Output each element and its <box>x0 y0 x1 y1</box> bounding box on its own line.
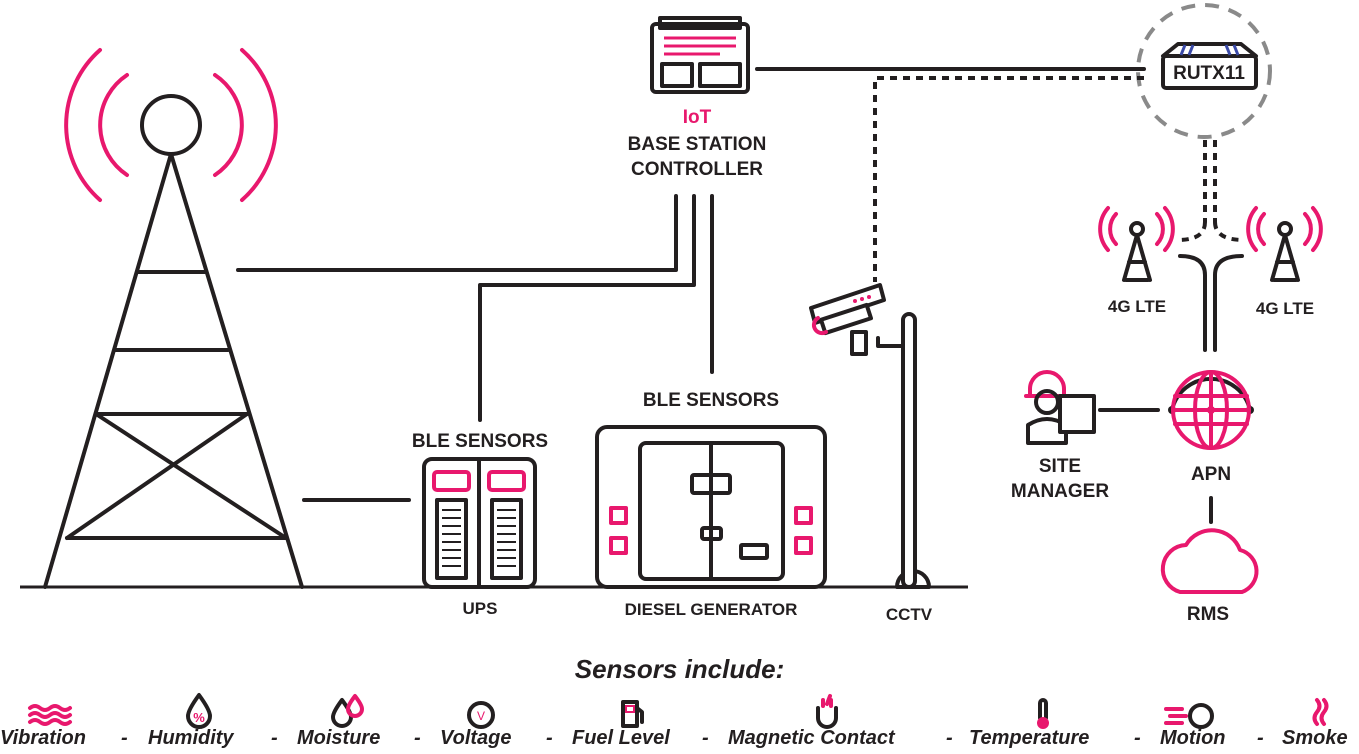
sensor-magnetic-contact-label: Magnetic Contact <box>728 727 895 749</box>
motion-icon <box>1164 703 1214 729</box>
sensors-title: Sensors include: <box>574 654 785 684</box>
link-lte-merge-right <box>1213 254 1244 352</box>
sensor-moisture-label: Moisture <box>297 727 381 749</box>
ups-device-icon <box>422 457 537 589</box>
sensor-separator: - <box>702 727 709 749</box>
sensor-separator: - <box>546 727 553 749</box>
link-lte-merge-left <box>1178 254 1207 352</box>
sensor-separator: - <box>271 727 278 749</box>
cell-tower-icon <box>43 48 304 589</box>
lte-tower-left-icon <box>1098 206 1175 282</box>
site-manager-label-line1: SITE <box>1039 456 1081 477</box>
sensor-list: Vibration - Humidity - Moisture - Voltag… <box>0 727 1359 754</box>
controller-iot-label: IoT <box>683 107 712 128</box>
svg-text:V: V <box>477 709 485 723</box>
sensor-voltage-label: Voltage <box>440 727 512 749</box>
thermometer-icon <box>1037 698 1049 729</box>
controller-label-line2: CONTROLLER <box>631 159 763 180</box>
rms-label: RMS <box>1187 604 1229 625</box>
generator-label: DIESEL GENERATOR <box>625 600 798 619</box>
sensor-separator: - <box>414 727 421 749</box>
cctv-camera-icon <box>809 283 931 589</box>
lte-tower-right-icon <box>1246 206 1323 282</box>
generator-device-icon <box>595 425 827 589</box>
lte-left-label: 4G LTE <box>1108 297 1166 316</box>
router-zone <box>1136 3 1272 139</box>
sensor-separator: - <box>121 727 128 749</box>
site-manager-label-line2: MANAGER <box>1011 481 1109 502</box>
volt-meter-icon: V <box>467 701 495 729</box>
sensor-motion-label: Motion <box>1160 727 1226 749</box>
controller-device-icon <box>650 16 750 94</box>
droplet-percent-icon: % <box>186 693 212 729</box>
sensor-humidity-label: Humidity <box>148 727 234 749</box>
site-manager-icon <box>1024 370 1096 445</box>
router-label: RUTX11 <box>1173 63 1245 84</box>
link-controller-tower <box>236 194 678 272</box>
svg-text:%: % <box>193 710 205 725</box>
apn-label: APN <box>1191 464 1231 485</box>
generator-sensor-label: BLE SENSORS <box>643 390 779 411</box>
fuel-pump-icon <box>621 700 644 728</box>
droplets-icon <box>331 694 364 728</box>
ups-label: UPS <box>463 599 498 618</box>
cctv-label: CCTV <box>886 605 933 624</box>
link-lte-split-left <box>1177 221 1207 242</box>
sensor-separator: - <box>1257 727 1264 749</box>
sensor-separator: - <box>1134 727 1141 749</box>
sensor-separator: - <box>946 727 953 749</box>
lte-right-label: 4G LTE <box>1256 299 1314 318</box>
waves-icon <box>28 704 72 726</box>
sensor-fuel-level-label: Fuel Level <box>572 727 670 749</box>
controller-label-line1: BASE STATION <box>628 134 767 155</box>
rms-cloud-icon <box>1160 528 1259 594</box>
magnet-icon <box>816 694 838 729</box>
smoke-icon <box>1312 698 1329 726</box>
link-lte-split-right <box>1213 221 1245 242</box>
link-controller-ups <box>478 194 696 422</box>
sensor-vibration-label: Vibration <box>0 727 86 749</box>
ups-sensor-label: BLE SENSORS <box>412 431 548 452</box>
router-device-icon <box>1161 42 1258 90</box>
sensor-smoke-label: Smoke <box>1282 727 1348 749</box>
link-router-cctv <box>873 76 1144 282</box>
apn-globe-icon <box>1168 370 1254 450</box>
sensor-temperature-label: Temperature <box>969 727 1090 749</box>
